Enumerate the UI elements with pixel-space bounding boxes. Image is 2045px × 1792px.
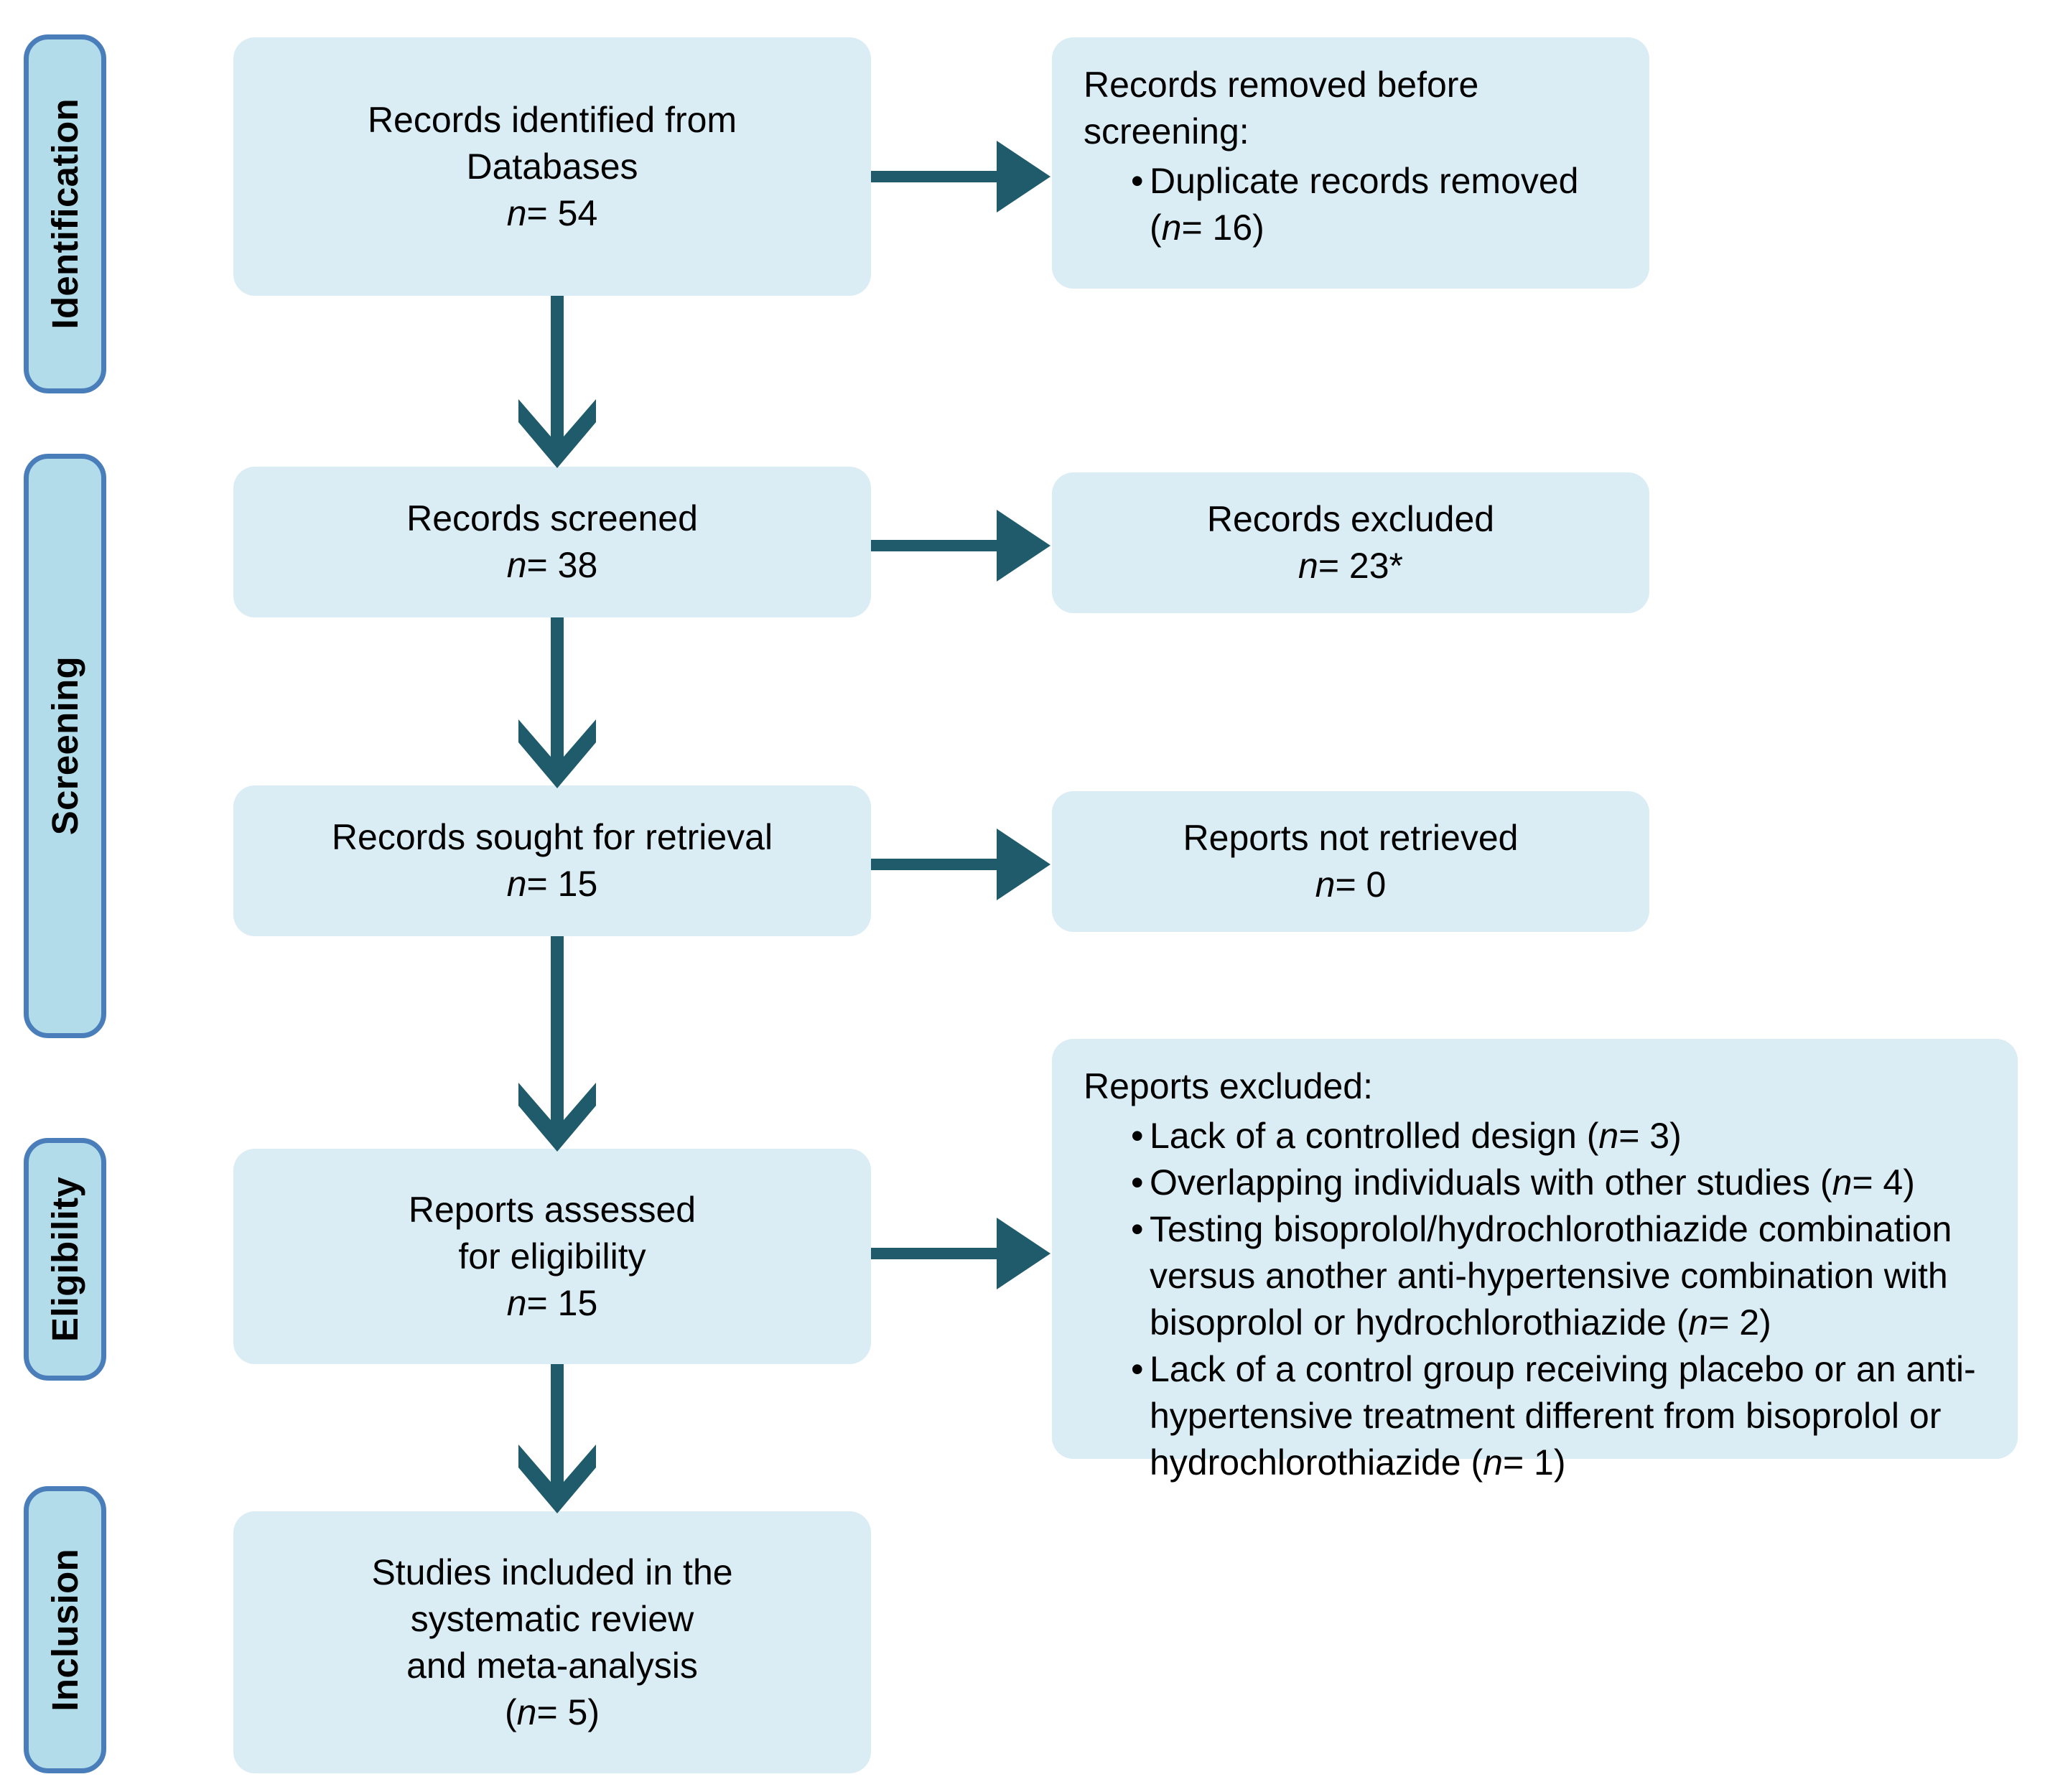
box-reports-excluded-heading: Reports excluded: [1084, 1066, 1374, 1106]
box-records-removed-heading-line1: Records removed before [1084, 65, 1479, 105]
box-reports-not-retrieved-line1: Reports not retrieved [1183, 818, 1519, 858]
n-value: = 38 [526, 545, 598, 585]
n-value: = 54 [526, 192, 598, 233]
n-symbol: n [506, 1282, 527, 1323]
box-studies-included-line1: Studies included in the [371, 1551, 733, 1592]
box-records-screened: Records screened n= 38 [233, 467, 871, 617]
n-value: = 0 [1335, 864, 1387, 905]
box-records-sought-count: n= 15 [233, 861, 871, 907]
n-symbol: n [1298, 546, 1318, 586]
stage-bar-screening-label: Screening [45, 656, 85, 836]
arrow-down-icon [518, 936, 596, 1152]
stage-bar-inclusion: Inclusion [24, 1486, 106, 1773]
stage-bar-eligibility: Eligibility [24, 1138, 106, 1381]
box-records-identified-line2: Databases [466, 146, 638, 187]
connector-sought-to-assessed [517, 936, 597, 1152]
box-records-screened-line1: Records screened [406, 498, 698, 538]
box-records-excluded: Records excluded n= 23* [1052, 472, 1649, 613]
box-records-sought-retrieval: Records sought for retrieval n= 15 [233, 785, 871, 936]
n-symbol: n [506, 864, 527, 904]
box-studies-included-line2: systematic review [410, 1598, 694, 1639]
box-reports-assessed-line2: for eligibility [458, 1236, 646, 1277]
box-records-identified: Records identified from Databases n= 54 [233, 37, 871, 296]
connector-identified-to-removed [871, 134, 1054, 220]
connector-identified-to-screened [517, 296, 597, 468]
arrow-right-icon [871, 1218, 1051, 1289]
box-records-excluded-line1: Records excluded [1206, 499, 1495, 539]
box-records-removed-before-screening: Records removed before screening: Duplic… [1052, 37, 1649, 289]
connector-screened-to-sought [517, 617, 597, 788]
box-records-identified-count: n= 54 [233, 190, 871, 237]
stage-bar-identification-label: Identification [45, 98, 85, 330]
n-symbol: n [506, 192, 527, 233]
box-reports-excluded-bullet-list: Lack of a controlled design (n= 3) Overl… [1084, 1113, 1989, 1486]
box-reports-excluded: Reports excluded: Lack of a controlled d… [1052, 1039, 2018, 1483]
box-reports-assessed-eligibility: Reports assessed for eligibility n= 15 [233, 1149, 871, 1364]
box-reports-not-retrieved-count: n= 0 [1052, 862, 1649, 908]
box-studies-included-line3: and meta-analysis [406, 1645, 698, 1686]
stage-bar-eligibility-label: Eligibility [45, 1177, 85, 1342]
arrow-down-icon [518, 1364, 596, 1513]
box-studies-included: Studies included in the systematic revie… [233, 1511, 871, 1773]
connector-assessed-to-included [517, 1364, 597, 1513]
arrow-right-icon [871, 141, 1051, 213]
list-item: Testing bisoprolol/hydrochlorothiazide c… [1131, 1206, 1989, 1346]
n-symbol: n [1315, 864, 1336, 905]
box-records-identified-line1: Records identified from [367, 99, 737, 140]
box-records-sought-line1: Records sought for retrieval [331, 817, 773, 857]
arrow-right-icon [871, 510, 1051, 582]
box-records-removed-heading-line2: screening: [1084, 111, 1249, 151]
arrow-down-icon [518, 296, 596, 468]
arrow-down-icon [518, 617, 596, 788]
list-item: Lack of a controlled design (n= 3) [1131, 1113, 1989, 1159]
list-item: Duplicate records removed (n= 16) [1131, 158, 1621, 251]
box-reports-not-retrieved: Reports not retrieved n= 0 [1052, 791, 1649, 932]
box-reports-assessed-line1: Reports assessed [408, 1189, 697, 1230]
box-studies-included-count: (n= 5) [504, 1691, 600, 1732]
n-value: = 15 [526, 1282, 598, 1323]
n-value: = 15 [526, 864, 598, 904]
n-symbol: n [516, 1691, 537, 1732]
box-reports-assessed-count: n= 15 [233, 1280, 871, 1327]
list-item: Overlapping individuals with other studi… [1131, 1159, 1989, 1206]
n-value: = 23* [1318, 546, 1403, 586]
stage-bar-inclusion-label: Inclusion [45, 1548, 85, 1712]
stage-bar-identification: Identification [24, 34, 106, 393]
box-records-screened-count: n= 38 [233, 542, 871, 589]
n-value: = 5) [536, 1691, 600, 1732]
n-symbol: n [506, 545, 527, 585]
connector-screened-to-excluded [871, 503, 1054, 589]
list-item: Lack of a control group receiving placeb… [1131, 1346, 1989, 1486]
box-records-removed-bullet-list: Duplicate records removed (n= 16) [1084, 158, 1621, 251]
stage-bar-screening: Screening [24, 454, 106, 1038]
connector-assessed-to-reports-excluded [871, 1210, 1054, 1297]
connector-sought-to-not-retrieved [871, 821, 1054, 907]
box-records-excluded-count: n= 23* [1052, 543, 1649, 589]
arrow-right-icon [871, 829, 1051, 900]
